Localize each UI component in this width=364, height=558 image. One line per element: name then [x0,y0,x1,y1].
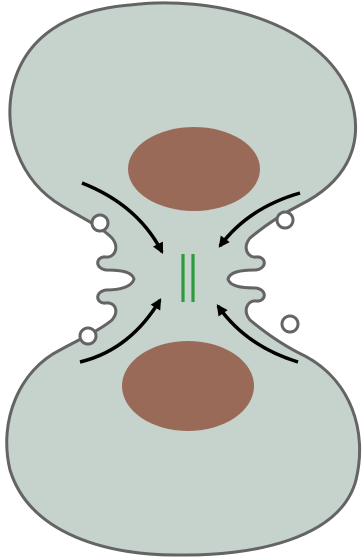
upper-nucleus [128,127,260,211]
vesicle-lower-left [80,328,96,344]
vesicle-upper-left [92,215,108,231]
vesicle-upper-right [277,212,293,228]
vesicle-lower-right [282,316,298,332]
lower-nucleus [122,341,254,431]
